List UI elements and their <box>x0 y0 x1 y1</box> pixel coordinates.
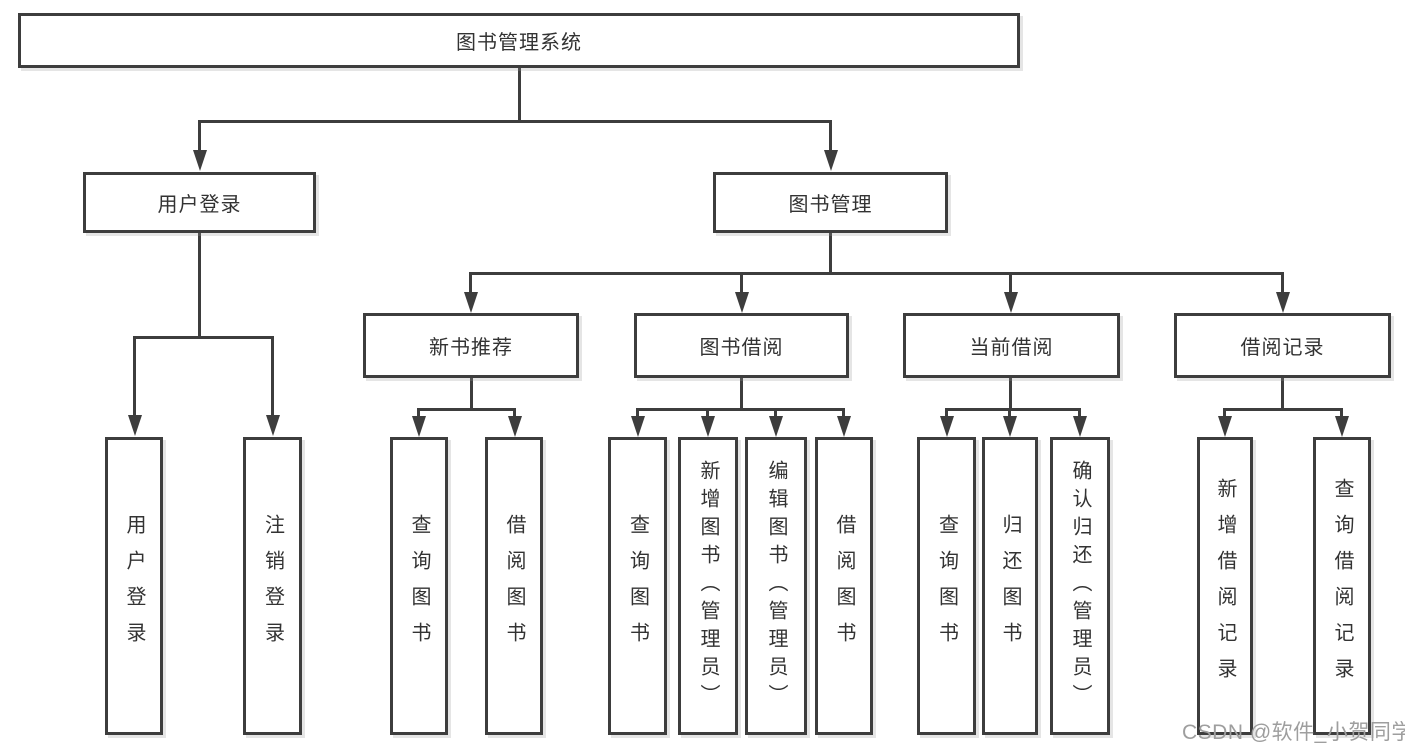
arrow-down-icon <box>1218 416 1232 437</box>
connector-hline <box>133 336 274 339</box>
leaf-return-book: 归还图书 <box>982 437 1038 735</box>
node-book-management: 图书管理 <box>713 172 948 233</box>
node-borrowing-records: 借阅记录 <box>1174 313 1391 378</box>
leaf-add-book-admin: 新增图书（管理员） <box>678 437 738 735</box>
arrow-down-icon <box>1003 416 1017 437</box>
leaf-label: 用户登录 <box>123 514 145 658</box>
node-user-login: 用户登录 <box>83 172 316 233</box>
connector-vline <box>513 408 516 420</box>
node-library-system: 图书管理系统 <box>18 13 1020 68</box>
connector-vline <box>829 233 832 275</box>
leaf-confirm-return-admin: 确认归还（管理员） <box>1050 437 1110 735</box>
arrow-down-icon <box>412 416 426 437</box>
leaf-query-books-borrowing: 查询图书 <box>608 437 667 735</box>
leaf-logout: 注销登录 <box>243 437 302 735</box>
connector-hline <box>417 408 516 411</box>
arrow-down-icon <box>701 416 715 437</box>
connector-vline <box>1078 408 1081 420</box>
connector-vline <box>1340 408 1343 420</box>
connector-vline <box>740 272 743 294</box>
arrow-down-icon <box>940 416 954 437</box>
connector-vline <box>470 378 473 411</box>
connector-vline <box>198 120 201 152</box>
arrow-down-icon <box>193 150 207 171</box>
node-new-book-recommend: 新书推荐 <box>363 313 579 378</box>
connector-vline <box>133 336 136 418</box>
connector-vline <box>706 408 709 420</box>
leaf-label: 查询图书 <box>626 514 649 658</box>
leaf-label: 查询图书 <box>935 514 958 658</box>
node-book-borrowing: 图书借阅 <box>634 313 849 378</box>
connector-hline <box>636 408 845 411</box>
connector-vline <box>1223 408 1226 420</box>
arrow-down-icon <box>266 415 280 436</box>
connector-hline <box>198 120 832 123</box>
leaf-query-borrow-record: 查询借阅记录 <box>1313 437 1371 735</box>
leaf-label: 查询借阅记录 <box>1331 478 1353 694</box>
arrow-down-icon <box>837 416 851 437</box>
connector-vline <box>842 408 845 420</box>
arrow-down-icon <box>464 292 478 313</box>
watermark: CSDN @软件_小贺同学 <box>1182 721 1405 744</box>
connector-vline <box>469 272 472 294</box>
connector-vline <box>774 408 777 420</box>
connector-hline <box>469 272 1284 275</box>
leaf-label: 确认归还（管理员） <box>1069 460 1091 712</box>
connector-hline <box>945 408 1080 411</box>
arrow-down-icon <box>128 415 142 436</box>
connector-vline <box>198 233 201 339</box>
leaf-label: 编辑图书（管理员） <box>765 460 787 712</box>
connector-vline <box>1009 378 1012 411</box>
node-current-borrowing: 当前借阅 <box>903 313 1120 378</box>
arrow-down-icon <box>824 150 838 171</box>
arrow-down-icon <box>1276 292 1290 313</box>
connector-vline <box>945 408 948 420</box>
leaf-query-books-current: 查询图书 <box>917 437 976 735</box>
leaf-label: 借阅图书 <box>833 514 855 658</box>
connector-vline <box>636 408 639 420</box>
arrow-down-icon <box>631 416 645 437</box>
arrow-down-icon <box>735 292 749 313</box>
leaf-label: 注销登录 <box>261 514 284 658</box>
connector-hline <box>1223 408 1343 411</box>
connector-vline <box>1008 408 1011 420</box>
leaf-borrow-books-recommend: 借阅图书 <box>485 437 543 735</box>
connector-vline <box>271 336 274 418</box>
leaf-user-login: 用户登录 <box>105 437 163 735</box>
leaf-add-borrow-record: 新增借阅记录 <box>1197 437 1253 735</box>
leaf-borrow-books: 借阅图书 <box>815 437 873 735</box>
leaf-label: 新增图书（管理员） <box>697 460 719 712</box>
arrow-down-icon <box>1004 292 1018 313</box>
connector-vline <box>518 68 521 123</box>
leaf-label: 查询图书 <box>408 514 430 658</box>
connector-vline <box>1281 272 1284 294</box>
connector-vline <box>417 408 420 420</box>
arrow-down-icon <box>1335 416 1349 437</box>
connector-vline <box>740 378 743 411</box>
leaf-label: 归还图书 <box>999 514 1021 658</box>
arrow-down-icon <box>769 416 783 437</box>
arrow-down-icon <box>1073 416 1087 437</box>
arrow-down-icon <box>508 416 522 437</box>
connector-vline <box>1281 378 1284 411</box>
connector-vline <box>1009 272 1012 294</box>
leaf-label: 借阅图书 <box>503 514 525 658</box>
connector-vline <box>829 120 832 152</box>
leaf-label: 新增借阅记录 <box>1214 478 1236 694</box>
leaf-query-books-recommend: 查询图书 <box>390 437 448 735</box>
leaf-edit-book-admin: 编辑图书（管理员） <box>745 437 807 735</box>
